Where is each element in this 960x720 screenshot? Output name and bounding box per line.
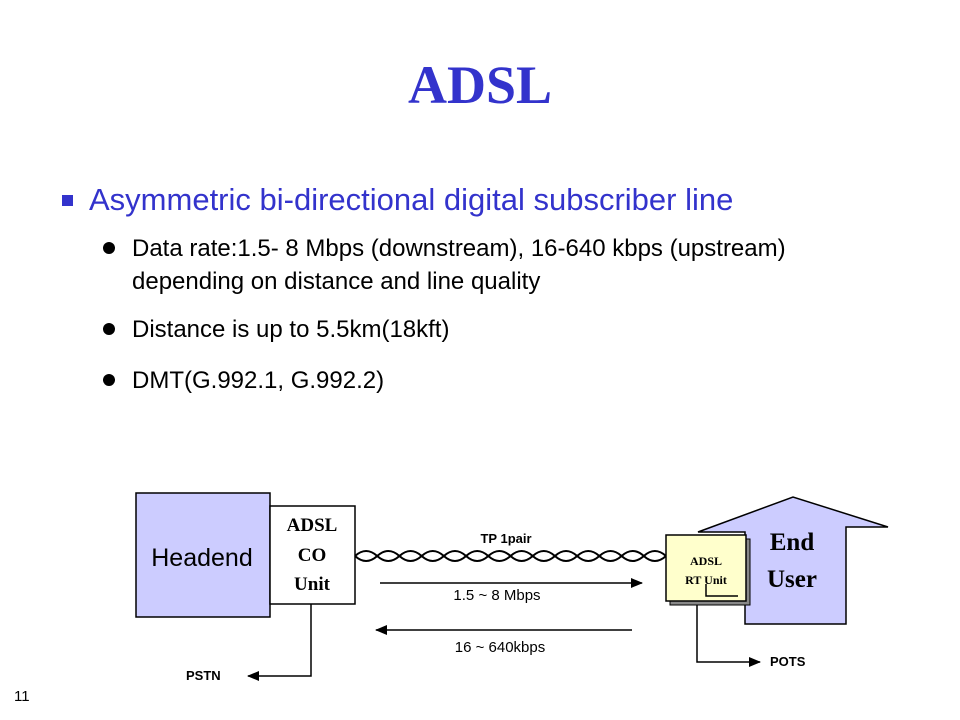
co-unit-label-1: ADSL	[287, 515, 338, 536]
square-bullet-icon	[62, 195, 73, 206]
rt-unit-label-2: RT Unit	[685, 573, 727, 587]
twisted-pair-label: TP 1pair	[480, 531, 531, 546]
pots-label: POTS	[770, 654, 806, 669]
round-bullet-icon	[103, 323, 115, 335]
co-unit-label-2: CO	[298, 545, 327, 566]
twisted-pair-wire	[354, 554, 667, 562]
end-user-label-1: End	[770, 529, 815, 556]
pstn-connector	[247, 604, 312, 681]
co-unit-label-3: Unit	[294, 574, 331, 595]
rt-unit-inner-line	[705, 584, 738, 597]
headend-label: Headend	[151, 544, 252, 572]
headend-box	[135, 492, 271, 618]
round-bullet-icon	[103, 242, 115, 254]
downstream-label: 1.5 ~ 8 Mbps	[453, 587, 540, 604]
slide-title: ADSL	[407, 55, 553, 115]
sub-bullet-text: Distance is up to 5.5km(18kft)	[132, 316, 450, 343]
upstream-label: 16 ~ 640kbps	[455, 639, 546, 656]
round-bullet-icon	[103, 374, 115, 386]
rt-unit-label-1: ADSL	[690, 554, 722, 568]
pots-connector	[696, 605, 761, 667]
sub-bullet-text: DMT(G.992.1, G.992.2)	[132, 367, 385, 394]
page-number: 11	[14, 688, 30, 705]
main-bullet-text: Asymmetric bi-directional digital subscr…	[89, 182, 734, 217]
twisted-pair-line	[354, 550, 667, 562]
sub-bullet-text: Data rate:1.5- 8 Mbps (downstream), 16-6…	[132, 235, 786, 295]
pstn-label: PSTN	[186, 668, 221, 683]
co-unit-box	[269, 505, 356, 605]
end-user-label-2: User	[767, 566, 817, 593]
